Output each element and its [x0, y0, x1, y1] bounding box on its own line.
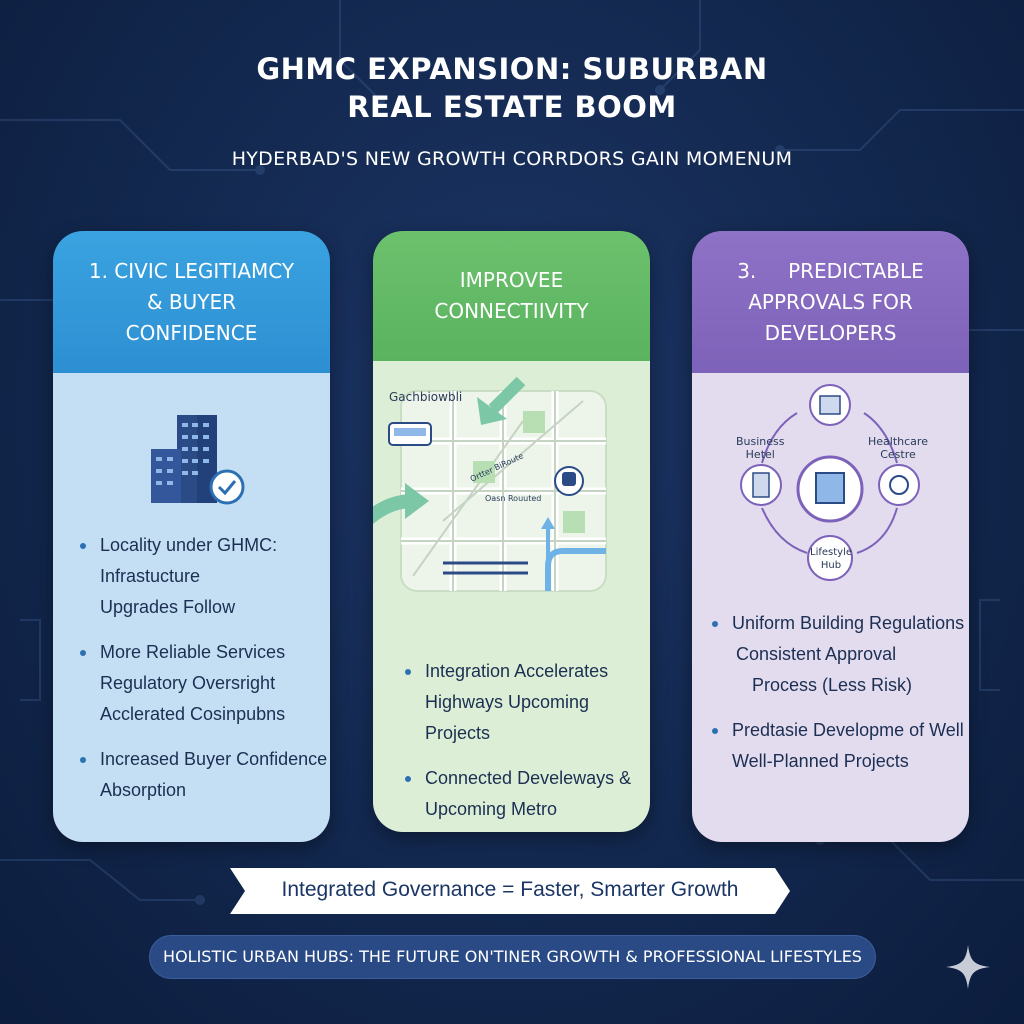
- title-line-1: GHMC EXPANSION: SUBURBAN: [256, 52, 768, 86]
- bullet-list: Uniform Building Regulations Consistent …: [712, 608, 965, 791]
- map-illustration: [373, 376, 607, 592]
- heading-line: CONFIDENCE: [125, 320, 258, 345]
- list-item: More Reliable Services Regulatory Oversr…: [80, 637, 327, 730]
- heading-line: 1. CIVIC LEGITIAMCY: [88, 258, 295, 283]
- bullet-text: Highways Upcoming Projects: [425, 692, 590, 743]
- bullet-text: Increased Buyer Confidence: [100, 749, 328, 769]
- heading-line: APPROVALS FOR: [748, 289, 913, 314]
- map-road-label: Oasn Rouuted: [485, 494, 542, 503]
- card-heading: 3. PREDICTABLE APPROVALS FOR DEVELOPERS: [692, 231, 969, 373]
- heading-line: DEVELOPERS: [764, 320, 897, 345]
- diagram-label-bottom: Lifestyle Hub: [810, 546, 852, 572]
- governance-ribbon: Integrated Governance = Faster, Smarter …: [230, 868, 790, 914]
- label-line: Lifestyle: [810, 547, 853, 558]
- card-body: Locality under GHMC: Infrastucture Upgra…: [53, 373, 330, 842]
- map-place-label: Gachbiowbli: [389, 390, 463, 404]
- label-line: Hub: [820, 560, 842, 571]
- heading-line: & BUYER: [146, 289, 237, 314]
- bullet-text: Infrastucture: [100, 566, 201, 586]
- bullet-text: Acclerated Cosinpubns: [100, 704, 286, 724]
- diagram-label-left: Business Hetel: [736, 435, 785, 461]
- bullet-text: Uniform Building Regulations: [732, 613, 965, 633]
- label-line: Cestre: [880, 448, 916, 461]
- card-heading: IMPROVEE CONNECTIIVITY: [373, 231, 650, 361]
- card-connectivity: IMPROVEE CONNECTIIVITY: [373, 231, 650, 832]
- card-predictable-approvals: 3. PREDICTABLE APPROVALS FOR DEVELOPERS …: [692, 231, 969, 842]
- building-check-icon: [151, 415, 245, 505]
- bullet-list: Locality under GHMC: Infrastucture Upgra…: [80, 530, 328, 820]
- bullet-text: More Reliable Services: [100, 642, 286, 662]
- bullet-text: Upgrades Follow: [100, 597, 236, 617]
- bullet-list: Integration Accelerates Highways Upcomin…: [405, 656, 650, 832]
- list-item: Connected Develeways & Upcoming Metro: [405, 763, 650, 825]
- bullet-text: Locality under GHMC:: [100, 535, 278, 555]
- card-heading: 1. CIVIC LEGITIAMCY & BUYER CONFIDENCE: [53, 231, 330, 373]
- list-item: Integration Accelerates Highways Upcomin…: [405, 656, 650, 749]
- bullet-text: Upcoming Metro: [425, 799, 558, 819]
- list-item: Locality under GHMC: Infrastucture Upgra…: [80, 530, 327, 623]
- diagram-label-right: Healthcare Cestre: [868, 435, 928, 461]
- title-line-2: REAL ESTATE BOOM: [347, 90, 677, 124]
- list-item: Uniform Building Regulations Consistent …: [712, 608, 965, 701]
- card-body: Gachbiowbli Ortter BiRoute Oasn Rouuted …: [373, 361, 650, 832]
- bullet-text: Integration Accelerates: [425, 661, 609, 681]
- label-line: Healthcare: [868, 435, 928, 448]
- card-body: Business Hetel Healthcare Cestre Lifesty…: [692, 373, 969, 842]
- page-subtitle: HYDERBAD'S NEW GROWTH CORRDORS GAIN MOME…: [231, 148, 793, 170]
- heading-line: 3. PREDICTABLE: [737, 258, 924, 283]
- bullet-text: Connected Develeways &: [425, 768, 632, 788]
- sparkle-icon: [946, 945, 990, 989]
- heading-line: IMPROVEE: [459, 268, 564, 292]
- list-item: Predtasie Developme of Well Well-Planned…: [712, 715, 964, 777]
- bullet-text: Well-Planned Projects: [732, 751, 909, 771]
- bullet-text: Regulatory Oversright: [100, 673, 276, 693]
- ribbon-shape: [230, 868, 790, 914]
- bullet-text: Consistent Approval: [736, 644, 897, 664]
- card-civic-legitimacy: 1. CIVIC LEGITIAMCY & BUYER CONFIDENCE: [53, 231, 330, 842]
- heading-line: CONNECTIIVITY: [434, 299, 589, 323]
- bullet-text: Predtasie Developme of Well: [732, 720, 964, 740]
- footer-banner: HOLISTIC URBAN HUBS: THE FUTURE ON'TINER…: [149, 935, 876, 979]
- page-title: GHMC EXPANSION: SUBURBAN REAL ESTATE BOO…: [0, 50, 1024, 126]
- bullet-text: Absorption: [100, 780, 187, 800]
- ribbon-text: Integrated Governance = Faster, Smarter …: [281, 878, 739, 901]
- bullet-text: Process (Less Risk): [752, 675, 913, 695]
- label-line: Hetel: [745, 448, 775, 461]
- label-line: Business: [736, 435, 785, 448]
- hub-diagram: [740, 384, 920, 581]
- list-item: Increased Buyer Confidence Absorption: [80, 744, 328, 806]
